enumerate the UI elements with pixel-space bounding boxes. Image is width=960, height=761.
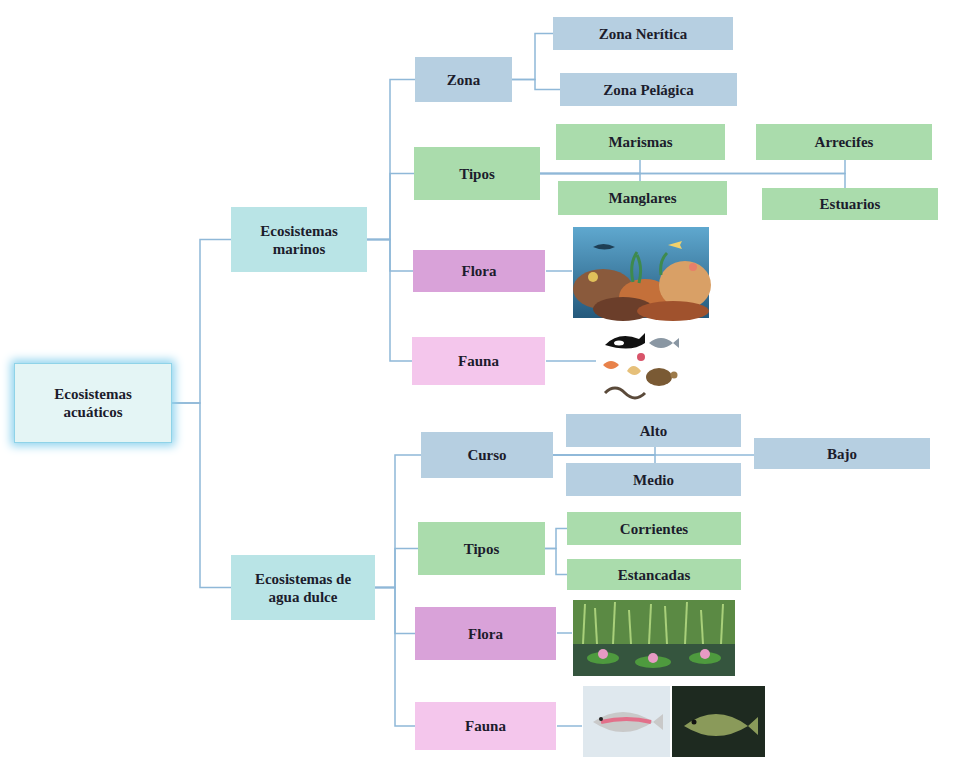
connector-line bbox=[512, 34, 553, 80]
leaf-box: Zona Nerítica bbox=[553, 17, 733, 50]
node-label: Estancadas bbox=[618, 566, 691, 584]
branch-box: Zona bbox=[415, 57, 512, 102]
connector-line bbox=[375, 455, 421, 588]
node-label: Estuarios bbox=[820, 195, 881, 213]
leader-line bbox=[557, 725, 582, 727]
leaf-box: Estuarios bbox=[762, 188, 938, 220]
node-label: Zona Nerítica bbox=[599, 25, 688, 43]
leaf-box: Medio bbox=[566, 463, 741, 496]
node-label: Ecosistemas de agua dulce bbox=[240, 570, 366, 606]
node-label: Bajo bbox=[827, 445, 857, 463]
node-label: Manglares bbox=[608, 189, 676, 207]
connector-line bbox=[367, 174, 414, 240]
leader-line bbox=[546, 360, 596, 362]
connector-line bbox=[172, 403, 231, 588]
node-label: Marismas bbox=[608, 133, 672, 151]
connector-line bbox=[375, 588, 415, 727]
branch-box: Tipos bbox=[414, 147, 540, 200]
node-label: Corrientes bbox=[620, 520, 688, 538]
marine-flora-picture bbox=[573, 227, 711, 321]
branch-box: Curso bbox=[421, 432, 553, 478]
node-label: Arrecifes bbox=[815, 133, 874, 151]
freshwater-flora-picture bbox=[573, 600, 735, 676]
connector-line bbox=[553, 454, 754, 456]
connector-line bbox=[375, 549, 418, 588]
node-label: Flora bbox=[462, 262, 497, 280]
leaf-box: Corrientes bbox=[567, 512, 741, 545]
category-box: Ecosistemas marinos bbox=[231, 207, 367, 272]
leader-line bbox=[557, 632, 572, 634]
leader-line bbox=[546, 270, 572, 272]
node-label: Zona Pelágica bbox=[603, 81, 693, 99]
node-label: Ecosistemas marinos bbox=[240, 222, 358, 258]
branch-box: Flora bbox=[415, 607, 556, 660]
connector-line bbox=[553, 447, 655, 455]
connector-line bbox=[367, 80, 415, 240]
node-label: Flora bbox=[468, 625, 503, 643]
connector-line bbox=[540, 160, 845, 174]
node-label: Zona bbox=[447, 71, 480, 89]
connector-line bbox=[172, 240, 231, 404]
leaf-box: Estancadas bbox=[567, 559, 741, 590]
root-box: Ecosistemas acuáticos bbox=[14, 363, 172, 443]
node-label: Ecosistemas acuáticos bbox=[23, 385, 163, 421]
category-box: Ecosistemas de agua dulce bbox=[231, 555, 375, 620]
node-label: Alto bbox=[640, 422, 668, 440]
connector-line bbox=[512, 80, 560, 90]
branch-box: Fauna bbox=[412, 337, 545, 385]
node-label: Tipos bbox=[459, 165, 495, 183]
node-label: Curso bbox=[467, 446, 506, 464]
branch-box: Fauna bbox=[415, 702, 556, 750]
node-label: Fauna bbox=[465, 717, 506, 735]
branch-box: Tipos bbox=[418, 522, 545, 575]
leaf-box: Bajo bbox=[754, 438, 930, 469]
connector-line bbox=[553, 455, 655, 463]
marine-fauna-picture bbox=[597, 327, 680, 405]
connector-line bbox=[540, 174, 640, 182]
freshwater-fish-picture bbox=[672, 686, 765, 757]
node-label: Medio bbox=[633, 471, 674, 489]
leaf-box: Alto bbox=[566, 414, 741, 447]
node-label: Fauna bbox=[458, 352, 499, 370]
freshwater-fish-picture bbox=[583, 686, 670, 757]
node-label: Tipos bbox=[464, 540, 500, 558]
branch-box: Flora bbox=[413, 250, 545, 292]
connector-line bbox=[540, 160, 640, 174]
leaf-box: Zona Pelágica bbox=[560, 73, 737, 106]
connector-line bbox=[367, 240, 412, 362]
connector-line bbox=[545, 549, 567, 575]
leaf-box: Arrecifes bbox=[756, 124, 932, 160]
leaf-box: Marismas bbox=[556, 124, 725, 160]
leaf-box: Manglares bbox=[558, 181, 727, 215]
connector-line bbox=[545, 529, 567, 549]
